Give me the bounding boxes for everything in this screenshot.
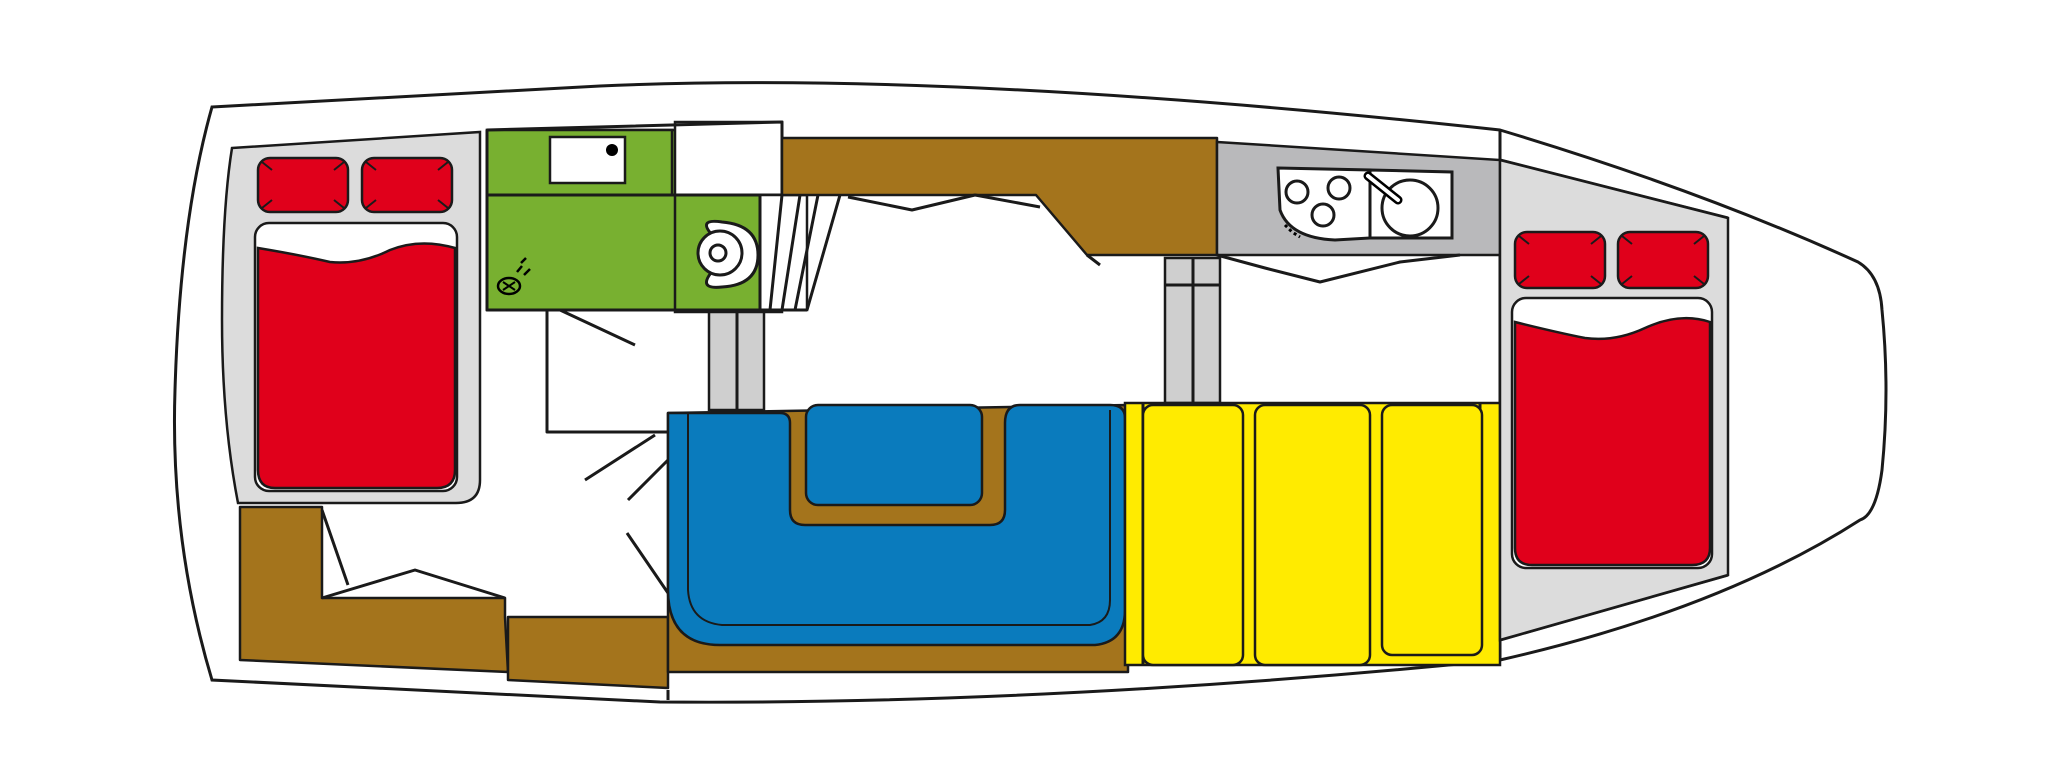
shower-drain-icon	[496, 257, 531, 296]
aft-wood-shelf	[506, 615, 670, 690]
pillow-icon	[1621, 235, 1705, 285]
galley-door-swing	[1216, 253, 1461, 284]
toilet-icon	[696, 219, 760, 289]
stove-icon	[1276, 166, 1372, 242]
saloon-door-swing-left	[545, 308, 670, 594]
bed-icon	[1513, 316, 1712, 567]
aft-wood-cabinet	[238, 505, 510, 674]
bed-icon	[256, 242, 457, 490]
forward-pillow-left	[1513, 230, 1607, 290]
pillow-icon	[261, 161, 345, 209]
aft-pillow-right	[360, 156, 454, 214]
sink-icon	[1363, 168, 1454, 240]
aft-cabin-door-swing	[320, 509, 506, 600]
forward-pillow-right	[1616, 230, 1710, 290]
sofa-icon	[666, 403, 1127, 647]
bathroom-cabinet	[673, 120, 784, 197]
sofa-inner-seam	[687, 410, 1111, 626]
aft-pillow-left	[256, 156, 350, 214]
pillow-icon	[1518, 235, 1602, 285]
sofa-cushion	[804, 403, 984, 507]
dinette-cushion-1	[1141, 403, 1245, 667]
dinette-cushion-3	[1380, 403, 1484, 657]
stairs-icon	[758, 193, 842, 312]
post-divider	[1165, 258, 1220, 403]
sink-drain-icon	[606, 144, 618, 156]
mid-door-swing	[847, 193, 1101, 267]
dinette-cushion-2	[1253, 403, 1372, 667]
pillow-icon	[365, 161, 449, 209]
bathroom-sink	[548, 135, 627, 185]
